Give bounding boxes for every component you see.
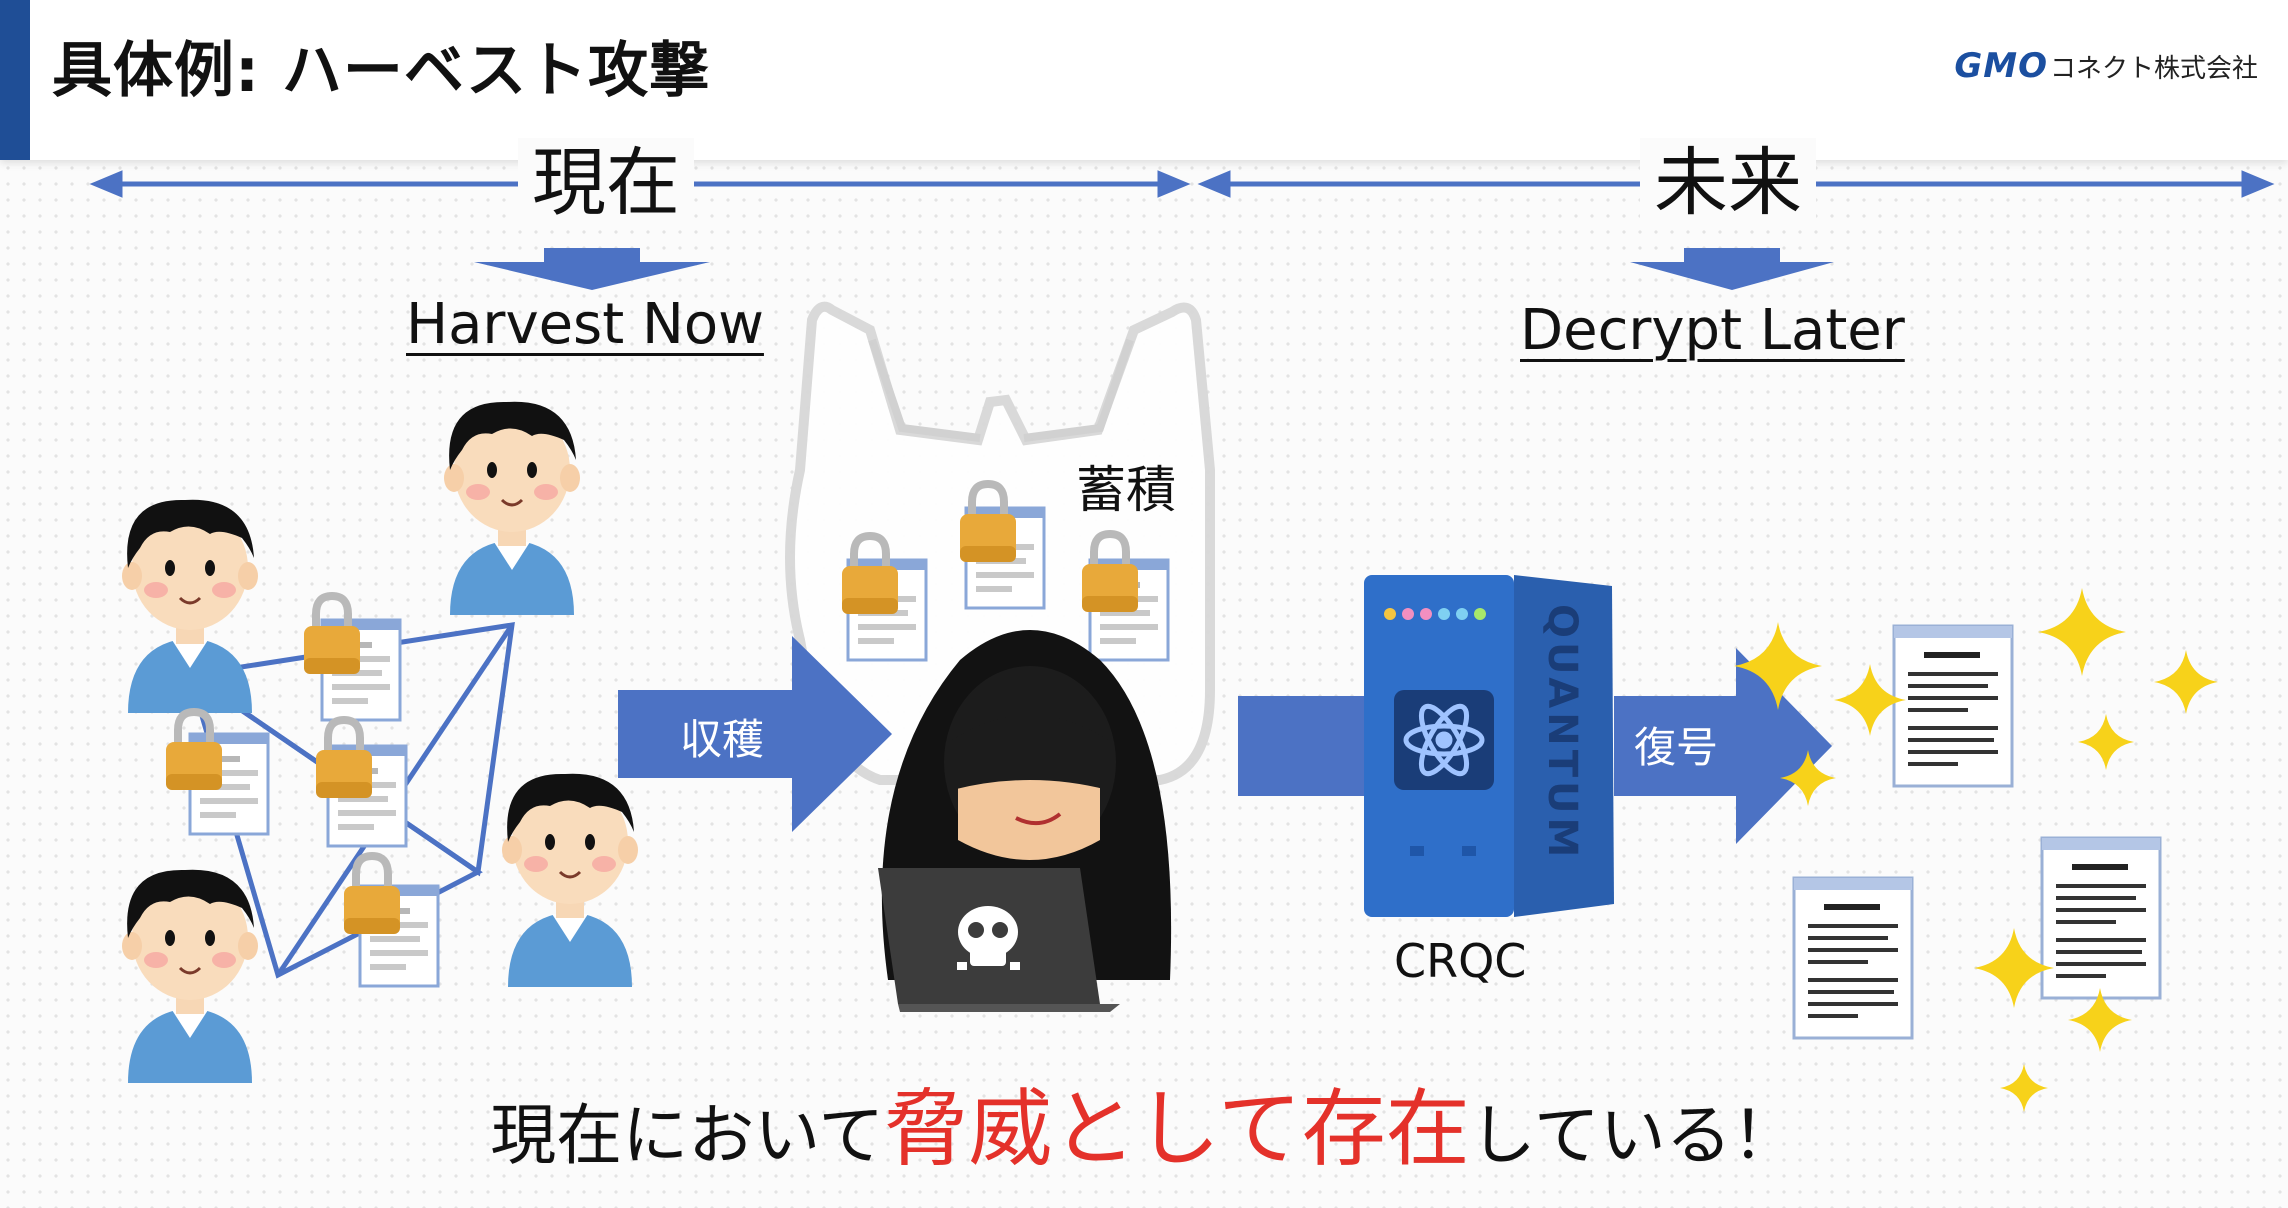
- document-icon: [2040, 836, 2162, 1000]
- bottom-message-part1: 現在において: [490, 1097, 885, 1174]
- page-title: 具体例: ハーベスト攻撃: [52, 36, 711, 106]
- bottom-message-part2: している！: [1469, 1097, 1798, 1174]
- quantum-computer-icon: [1364, 575, 1614, 917]
- accumulate-label: 蓄積: [1076, 461, 1176, 519]
- document-icon: [1792, 876, 1914, 1040]
- crqc-label: CRQC: [1394, 934, 1527, 988]
- harvest-now-label: Harvest Now: [406, 292, 764, 357]
- company-logo: GMO コネクト株式会社: [1954, 46, 2258, 86]
- skull-icon: [957, 906, 1020, 970]
- decrypt-later-label: Decrypt Later: [1520, 298, 1905, 363]
- bottom-message: 現在において脅威として存在している！: [0, 1062, 2288, 1183]
- lock-icon: [304, 596, 360, 674]
- sparkle-icon: [2078, 714, 2134, 770]
- laptop-icon: [878, 868, 1120, 1012]
- person-icon: [442, 400, 582, 617]
- future-down-arrow: [1630, 248, 1834, 290]
- present-down-arrow: [474, 248, 710, 290]
- header-bar: 具体例: ハーベスト攻撃 GMO コネクト株式会社: [0, 0, 2288, 160]
- person-icon: [120, 498, 260, 715]
- harvest-label: 収穫: [680, 715, 765, 764]
- harvest-arrow: [618, 636, 892, 832]
- atom-icon: [1403, 703, 1485, 777]
- header-accent-strip: [0, 0, 30, 160]
- sparkle-icon: [2038, 588, 2126, 676]
- decrypt-arrow-shaft: [1238, 696, 1378, 796]
- document-icon: [1892, 624, 2014, 788]
- logo-company-text: コネクト株式会社: [2049, 53, 2258, 84]
- lock-icon: [166, 712, 222, 790]
- decrypt-label: 復号: [1634, 723, 1719, 772]
- person-icon: [120, 868, 260, 1085]
- sparkle-icon: [2154, 650, 2218, 714]
- present-label: 現在: [518, 138, 694, 228]
- bottom-message-highlight: 脅威として存在: [884, 1080, 1470, 1178]
- person-icon: [500, 772, 640, 989]
- future-label: 未来: [1640, 138, 1816, 228]
- lock-icon: [316, 720, 372, 798]
- logo-gmo-text: GMO: [1954, 46, 2048, 86]
- quantum-side-text: QUANTUM: [1539, 604, 1585, 862]
